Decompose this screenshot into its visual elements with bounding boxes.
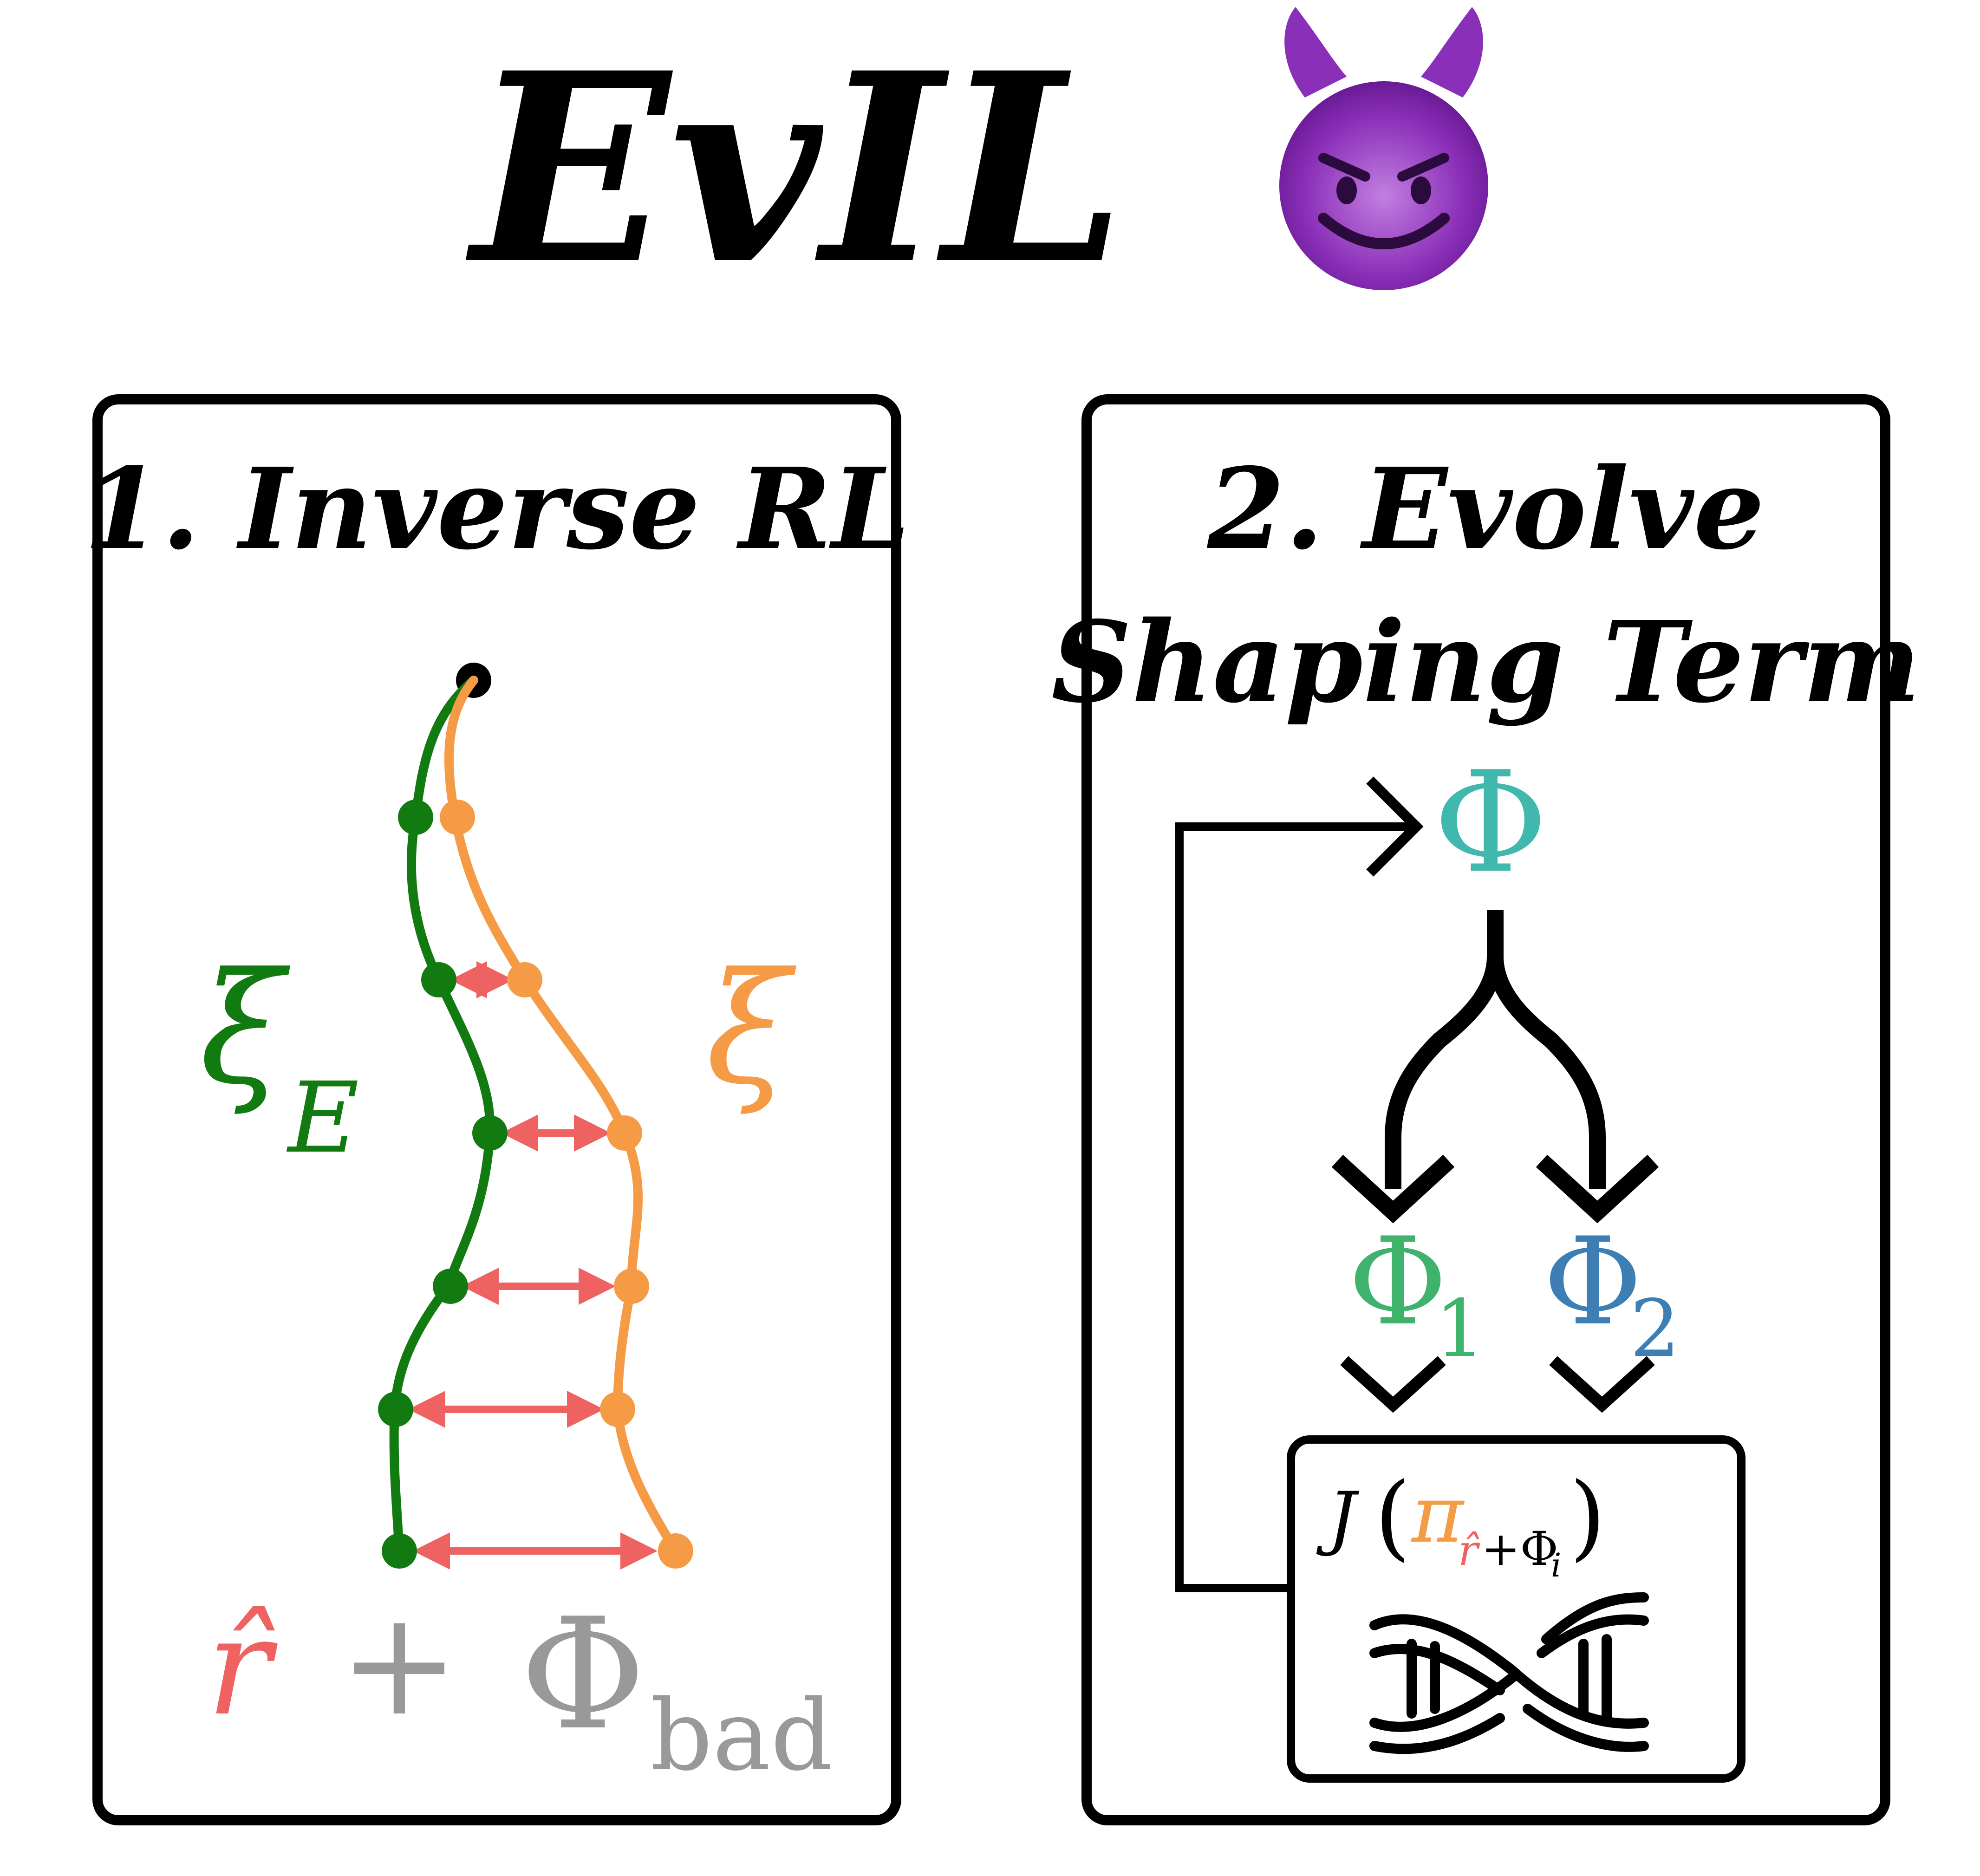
smiling-devil-face-icon — [1279, 7, 1488, 290]
expert-state-point — [433, 1269, 468, 1304]
objective-sub-reward-hat: r̂ — [1458, 1526, 1480, 1575]
panel-heading-evolve: 2. Evolve — [1206, 443, 1765, 574]
offspring-phi-2-subscript: 2 — [1630, 1283, 1680, 1375]
expert-state-point — [398, 800, 433, 835]
objective-open-paren: ( — [1374, 1463, 1411, 1571]
page-title: EvIL — [464, 16, 1126, 322]
formula-phi-subscript: bad — [650, 1679, 833, 1792]
policy-state-point — [507, 962, 542, 997]
policy-state-point — [607, 1115, 642, 1151]
policy-state-point — [600, 1392, 635, 1427]
expert-state-point — [382, 1533, 417, 1569]
policy-trajectory-label: ξ — [706, 940, 797, 1118]
chevron-down-icon — [1340, 1356, 1446, 1413]
formula-phi: Φ — [520, 1585, 646, 1764]
fitness-evaluation-box — [1287, 1435, 1746, 1783]
expert-state-point — [378, 1392, 413, 1427]
offspring-phi-1-subscript: 1 — [1435, 1283, 1485, 1375]
split-arrow-head-icon — [1331, 1154, 1455, 1224]
dna-helix-icon — [1369, 1592, 1649, 1754]
panel-evolve-shaping-term — [1081, 394, 1890, 1825]
split-tree-line — [1487, 956, 1606, 1189]
panel-heading-shaping-term: Shaping Term — [1051, 597, 1921, 728]
panel-inverse-rl — [92, 394, 901, 1825]
expert-trajectory-label: ξ — [200, 940, 291, 1118]
expert-trajectory-label-subscript: E — [286, 1061, 359, 1175]
objective-sub-i: i — [1551, 1546, 1561, 1584]
policy-trajectory-line — [444, 676, 680, 1556]
shaping-term-phi: Φ — [1433, 742, 1548, 904]
formula-reward-hat: r̂ — [207, 1589, 278, 1746]
feedback-loop-line — [1175, 822, 1416, 1592]
policy-state-point — [658, 1533, 693, 1569]
objective-close-paren: ) — [1570, 1463, 1606, 1571]
objective-j: J — [1316, 1478, 1360, 1558]
offspring-phi-2: Φ — [1543, 1212, 1642, 1352]
split-arrow-head-icon — [1536, 1154, 1659, 1224]
panel-heading-inverse-rl: 1. Inverse RL — [84, 443, 910, 574]
expert-state-point — [472, 1115, 508, 1151]
chevron-down-icon — [1549, 1356, 1655, 1413]
policy-state-point — [440, 800, 475, 835]
policy-state-point — [614, 1269, 649, 1304]
objective-sub-plus-phi: +Φ — [1481, 1522, 1558, 1576]
expert-state-point — [421, 962, 456, 997]
feedback-arrow-head-icon — [1366, 776, 1424, 877]
split-tree-line — [1385, 910, 1504, 1189]
formula-plus: + — [339, 1580, 460, 1748]
objective-pi: π — [1411, 1469, 1465, 1561]
offspring-phi-1: Φ — [1348, 1212, 1447, 1352]
